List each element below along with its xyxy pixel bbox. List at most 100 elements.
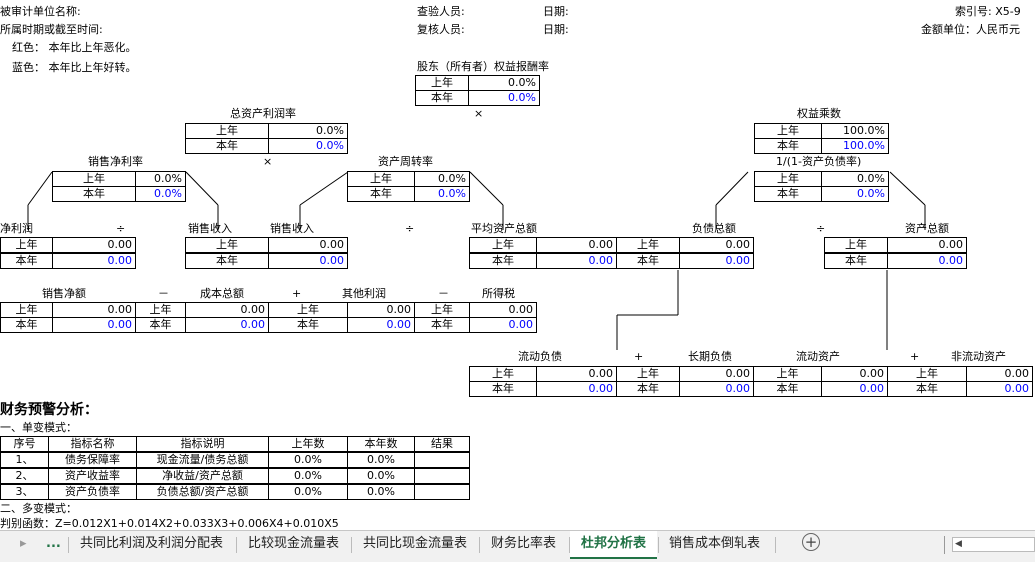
tab-financial-ratio[interactable]: 财务比率表	[491, 536, 557, 551]
cl-cur-value[interactable]: 0.00	[536, 381, 617, 397]
table-row-1-prev[interactable]: 0.0%	[268, 452, 348, 468]
nca-prev-value[interactable]: 0.00	[966, 366, 1033, 382]
tab-dupont-analysis[interactable]: 杜邦分析表	[570, 531, 658, 559]
dr-prev-value[interactable]: 0.0%	[821, 171, 889, 187]
table-header-result: 结果	[414, 436, 470, 452]
roe-prev-value[interactable]: 0.0%	[468, 75, 540, 91]
table-row-3-result[interactable]	[414, 484, 470, 500]
em-title: 权益乘数	[797, 107, 841, 120]
ta-prev-value[interactable]: 0.00	[887, 237, 967, 253]
table-row-1-cur[interactable]: 0.0%	[347, 452, 415, 468]
discriminant-formula: 判别函数：Z=0.012X1+0.014X2+0.033X3+0.006X4+0…	[0, 517, 339, 530]
tab-compare-cashflow[interactable]: 比较现金流量表	[248, 536, 340, 551]
amount-unit: 金额单位：人民币元	[921, 23, 1020, 36]
rev-cur-value[interactable]: 0.00	[268, 253, 348, 269]
other-prev-value[interactable]: 0.00	[347, 302, 415, 318]
roe-prev-label: 上年	[415, 75, 469, 91]
tab-sales-cost[interactable]: 销售成本倒轧表	[669, 536, 761, 551]
npm-cur-label: 本年	[52, 186, 136, 202]
ata-cur-label: 本年	[469, 253, 537, 269]
nca-cur-value[interactable]: 0.00	[966, 381, 1033, 397]
roe-cur-value[interactable]: 0.0%	[468, 90, 540, 106]
table-row-2-no: 2、	[0, 468, 49, 484]
red-legend: 红色： 本年比上年恶化。	[12, 41, 137, 54]
tab-separator	[479, 537, 480, 553]
table-row-3-no: 3、	[0, 484, 49, 500]
sales-cur-value[interactable]: 0.00	[52, 317, 136, 333]
ltl-cur-value[interactable]: 0.00	[679, 381, 754, 397]
em-prev-value[interactable]: 100.0%	[821, 123, 889, 139]
tab-common-profit[interactable]: 共同比利润及利润分配表	[80, 536, 224, 551]
table-header-no: 序号	[0, 436, 49, 452]
ca-prev-value[interactable]: 0.00	[821, 366, 888, 382]
blue-legend: 蓝色： 本年比上年好转。	[12, 61, 137, 74]
plus-sign-1: +	[292, 287, 302, 300]
other-cur-label: 本年	[268, 317, 348, 333]
ca-title: 流动资产	[796, 350, 840, 363]
rev1-prev-label: 上年	[185, 237, 269, 253]
plus-sign-2: +	[634, 350, 644, 363]
tab-common-cashflow[interactable]: 共同比现金流量表	[363, 536, 468, 551]
cost-cur-value[interactable]: 0.00	[185, 317, 269, 333]
tat-cur-value[interactable]: 0.0%	[414, 186, 470, 202]
sales-prev-value[interactable]: 0.00	[52, 302, 136, 318]
ni-cur-value[interactable]: 0.00	[52, 253, 136, 269]
scroll-tabs-left-icon[interactable]: ▸	[20, 536, 27, 551]
cl-prev-value[interactable]: 0.00	[536, 366, 617, 382]
table-row-1-no: 1、	[0, 452, 49, 468]
ltl-prev-value[interactable]: 0.00	[679, 366, 754, 382]
npm-prev-label: 上年	[52, 171, 136, 187]
times-sign-1: ×	[474, 107, 484, 120]
tax-cur-label: 本年	[414, 317, 470, 333]
table-row-2-name: 资产收益率	[48, 468, 137, 484]
ca-prev-label: 上年	[753, 366, 822, 382]
nca-cur-label: 本年	[887, 381, 967, 397]
roa-cur-value[interactable]: 0.0%	[268, 138, 348, 154]
scroll-left-arrow-icon[interactable]: ◀	[955, 539, 962, 549]
table-row-2-result[interactable]	[414, 468, 470, 484]
em-cur-value[interactable]: 100.0%	[821, 138, 889, 154]
roa-prev-value[interactable]: 0.0%	[268, 123, 348, 139]
ca-cur-value[interactable]: 0.00	[821, 381, 888, 397]
index-number: 索引号: X5-9	[955, 5, 1021, 18]
ni-prev-value[interactable]: 0.00	[52, 237, 136, 253]
other-cur-value[interactable]: 0.00	[347, 317, 415, 333]
tl-prev-label: 上年	[616, 237, 680, 253]
rev-prev-value[interactable]: 0.00	[268, 237, 348, 253]
ata-cur-value[interactable]: 0.00	[536, 253, 617, 269]
cost-prev-value[interactable]: 0.00	[185, 302, 269, 318]
ta-cur-value[interactable]: 0.00	[887, 253, 967, 269]
tab-separator	[68, 537, 69, 553]
cl-prev-label: 上年	[469, 366, 537, 382]
tat-prev-value[interactable]: 0.0%	[414, 171, 470, 187]
tl-cur-value[interactable]: 0.00	[679, 253, 754, 269]
add-sheet-icon[interactable]: +	[802, 533, 820, 551]
table-row-3-prev[interactable]: 0.0%	[268, 484, 348, 500]
npm-cur-value[interactable]: 0.0%	[135, 186, 186, 202]
ni-prev-label: 上年	[0, 237, 53, 253]
dr-cur-value[interactable]: 0.0%	[821, 186, 889, 202]
table-row-2-cur[interactable]: 0.0%	[347, 468, 415, 484]
table-row-3-desc: 负债总额/资产总额	[136, 484, 269, 500]
tax-cur-value[interactable]: 0.00	[469, 317, 537, 333]
tl-prev-value[interactable]: 0.00	[679, 237, 754, 253]
npm-prev-value[interactable]: 0.0%	[135, 171, 186, 187]
minus-sign-2: －	[438, 287, 449, 300]
horizontal-scrollbar[interactable]: ◀	[952, 537, 1035, 552]
cost-cur-label: 本年	[135, 317, 186, 333]
cost-prev-label: 上年	[135, 302, 186, 318]
scrollbar-divider	[944, 536, 945, 554]
table-row-3-cur[interactable]: 0.0%	[347, 484, 415, 500]
table-row-1-result[interactable]	[414, 452, 470, 468]
div-sign-1: ÷	[116, 222, 126, 235]
multi-mode-label: 二、多变模式：	[0, 502, 77, 515]
table-row-2-prev[interactable]: 0.0%	[268, 468, 348, 484]
ata-prev-value[interactable]: 0.00	[536, 237, 617, 253]
ca-cur-label: 本年	[753, 381, 822, 397]
cost-title: 成本总额	[200, 287, 244, 300]
more-sheets-button[interactable]: ...	[46, 536, 61, 551]
tax-prev-value[interactable]: 0.00	[469, 302, 537, 318]
connector-lines	[27, 171, 926, 350]
ltl-cur-label: 本年	[616, 381, 680, 397]
ltl-title: 长期负债	[688, 350, 732, 363]
